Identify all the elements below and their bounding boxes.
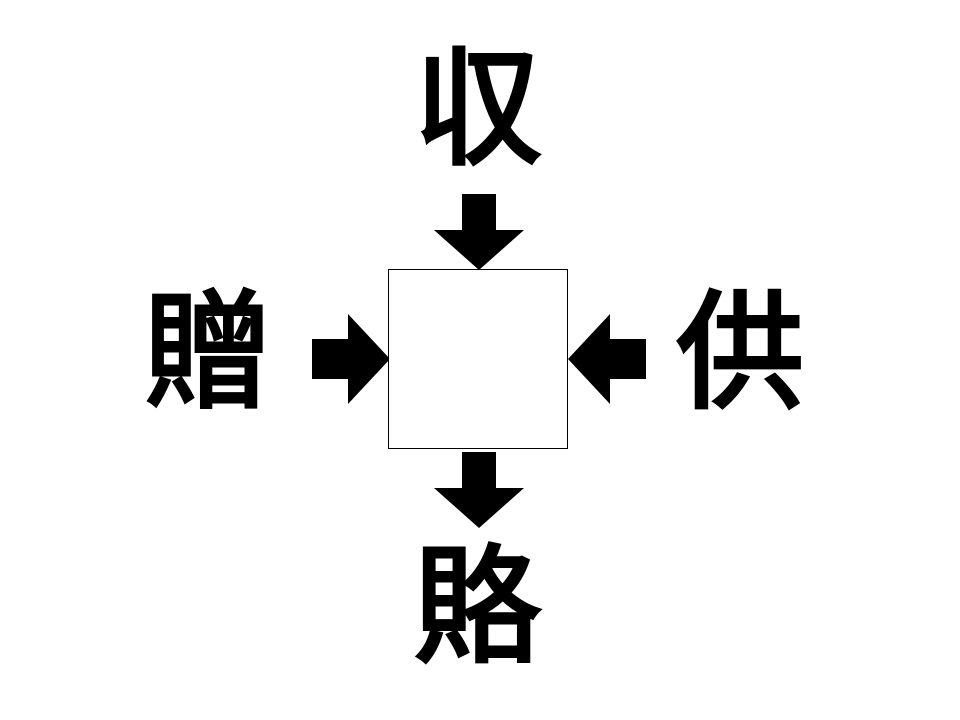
arrow-left-icon xyxy=(568,314,646,404)
bottom-kanji: 賂 xyxy=(413,533,542,682)
arrow-down-icon xyxy=(434,194,524,270)
right-kanji: 供 xyxy=(675,279,804,428)
answer-box[interactable] xyxy=(388,269,568,449)
left-kanji: 贈 xyxy=(143,279,272,428)
top-kanji: 収 xyxy=(413,35,542,184)
arrow-right-icon xyxy=(312,314,390,404)
arrow-down-icon xyxy=(434,452,524,528)
